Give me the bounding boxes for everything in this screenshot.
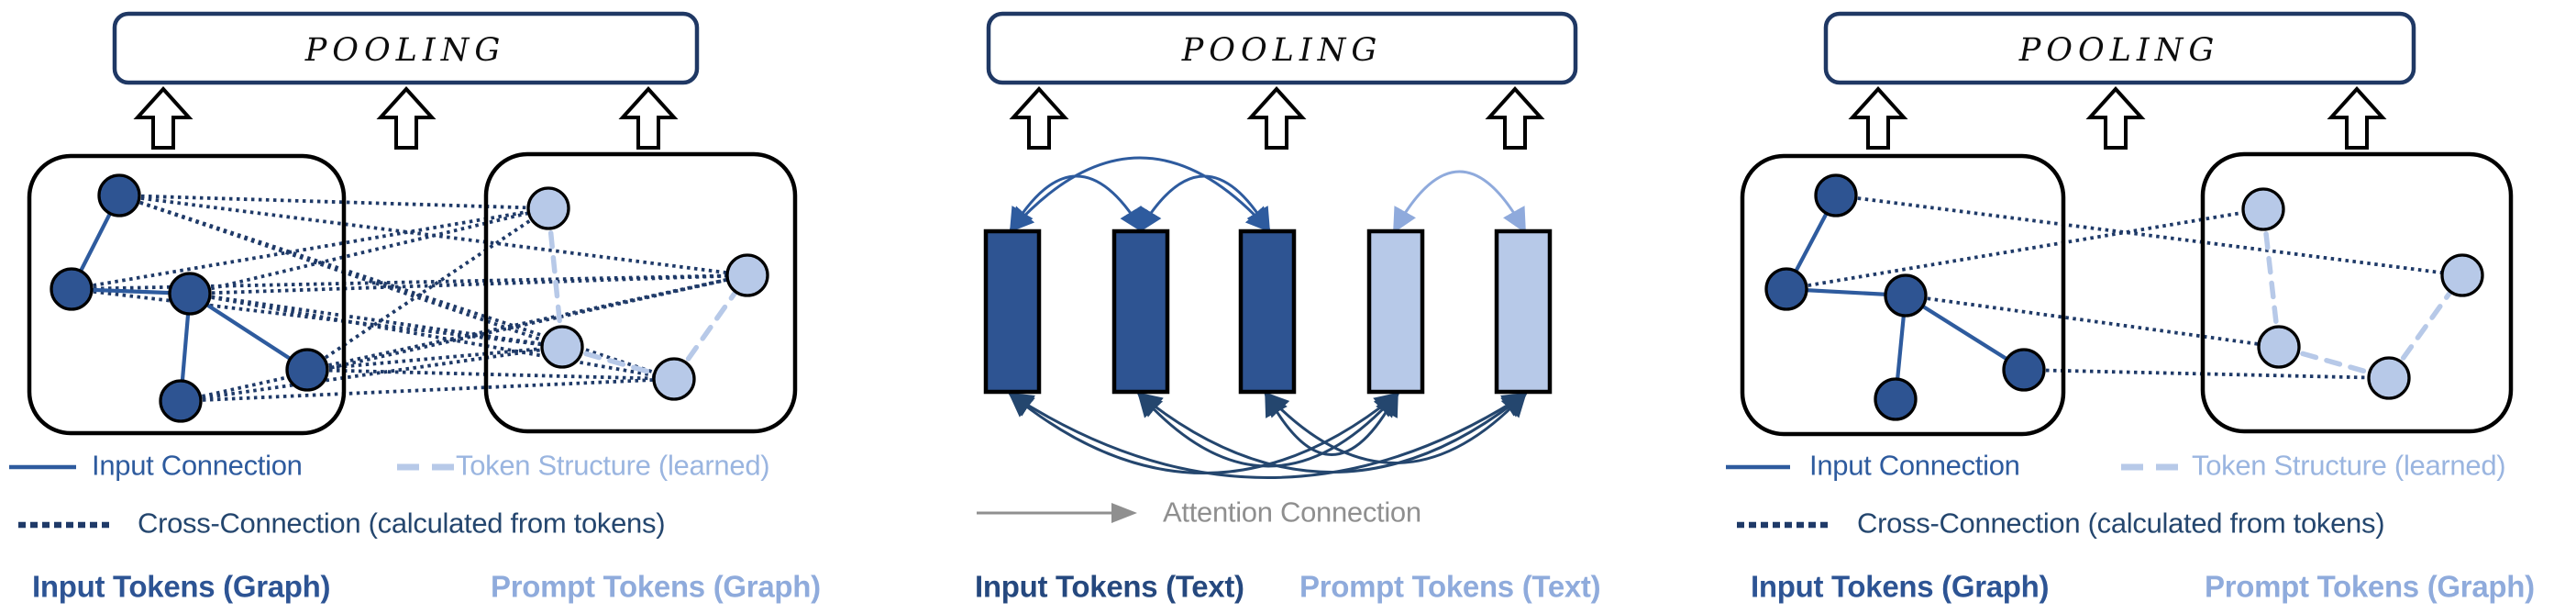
token-structure-edge [2261,206,2282,350]
cross-connection-edge [306,345,563,372]
prompt-token-node [652,357,696,401]
attention-arc-top [1008,156,1272,233]
prompt-token-node [2257,325,2301,369]
input-token-node [2002,348,2046,392]
token-structure-edge [546,206,565,350]
label-prompt-tokens-text: Prompt Tokens (Text) [1299,569,1601,604]
label-input-tokens-graph: Input Tokens (Graph) [32,569,331,604]
up-arrow-icon [376,86,437,150]
cross-connection-edge [1905,294,2280,349]
cross-connection-edge [180,273,748,403]
legend-token-structure: Token Structure (learned) [2192,449,2506,482]
label-input-tokens-text: Input Tokens (Text) [975,569,1244,604]
input-token-node [1814,173,1858,217]
prompt-token-node [2241,187,2285,231]
prompt-token-node [540,325,584,369]
input-token-node [285,348,329,392]
token-group-box [1740,153,2066,437]
cross-connection-edge [2023,368,2390,380]
up-arrow-icon [2327,86,2387,150]
up-arrow-icon [618,86,679,150]
input-token-node [50,267,94,311]
pooling-label: POOLING [1181,32,1383,69]
cross-connection-edge [306,273,748,372]
attention-arc-bottom [1136,392,1528,474]
cross-connection-edge [118,194,563,349]
prompt-token-node [526,186,570,230]
pooling-box [112,11,700,85]
attention-arc-top [1009,174,1144,234]
attention-arc-bottom [1007,392,1529,479]
token-group-box [27,153,347,436]
cross-connection-edge [189,273,748,295]
legend-attention-connection: Attention Connection [1163,496,1421,529]
pooling-label: POOLING [2018,32,2220,69]
label-input-tokens-graph: Input Tokens (Graph) [1751,569,2050,604]
prompt-token-node [2440,253,2484,297]
input-token-bar [1238,228,1297,395]
cross-connection-edge [189,206,549,295]
attention-arc-bottom [1136,391,1400,468]
attention-arc-top [1137,174,1271,234]
up-arrow-icon [1848,86,1908,150]
input-token-bar [1111,228,1170,395]
token-structure-edge [2276,344,2392,381]
label-prompt-tokens-graph: Prompt Tokens (Graph) [491,569,821,604]
attention-arc-bottom [1265,390,1399,456]
input-token-bar [983,228,1042,395]
pooling-box [1823,11,2416,85]
cross-connection-edge [71,287,563,349]
input-token-node [159,379,203,423]
prompt-token-node [725,253,769,297]
cross-connection-edge [180,377,675,403]
attention-arc-bottom [1008,392,1400,474]
cross-connection-edge [1786,207,2264,291]
pooling-box [986,11,1578,85]
legend-token-structure: Token Structure (learned) [456,449,770,482]
cross-connection-edge [306,368,675,381]
token-group-box [483,151,798,434]
input-token-node [1884,273,1928,318]
cross-connection-edge [189,292,675,381]
cross-connection-edge [1835,194,2463,277]
up-arrow-icon [2085,86,2146,150]
legend-attention-arrowhead-icon [1111,503,1137,523]
legend-input-connection: Input Connection [92,449,303,482]
cross-connection-edge [189,292,563,349]
input-token-node [1874,377,1918,421]
cross-connection-edge [118,194,549,210]
input-token-node [97,173,141,217]
token-group-box [2200,151,2514,434]
prompt-token-bar [1366,228,1425,395]
attention-arc-top-light [1393,170,1526,234]
up-arrow-icon [1009,86,1069,150]
legend-cross-connection: Cross-Connection (calculated from tokens… [1857,507,2385,540]
attention-arc-bottom [1263,391,1528,464]
legend-input-connection: Input Connection [1809,449,2020,482]
input-connection-edge [188,292,309,372]
prompt-token-bar [1494,228,1553,395]
legend-cross-connection: Cross-Connection (calculated from tokens… [138,507,666,540]
label-prompt-tokens-graph: Prompt Tokens (Graph) [2205,569,2535,604]
up-arrow-icon [133,86,193,150]
prompt-token-node [2367,356,2411,400]
pooling-label: POOLING [304,32,506,69]
input-token-node [1764,267,1808,311]
cross-connection-edge [180,345,563,403]
up-arrow-icon [1246,86,1307,150]
input-token-node [168,272,212,316]
input-connection-edge [1904,294,2026,372]
up-arrow-icon [1485,86,1545,150]
